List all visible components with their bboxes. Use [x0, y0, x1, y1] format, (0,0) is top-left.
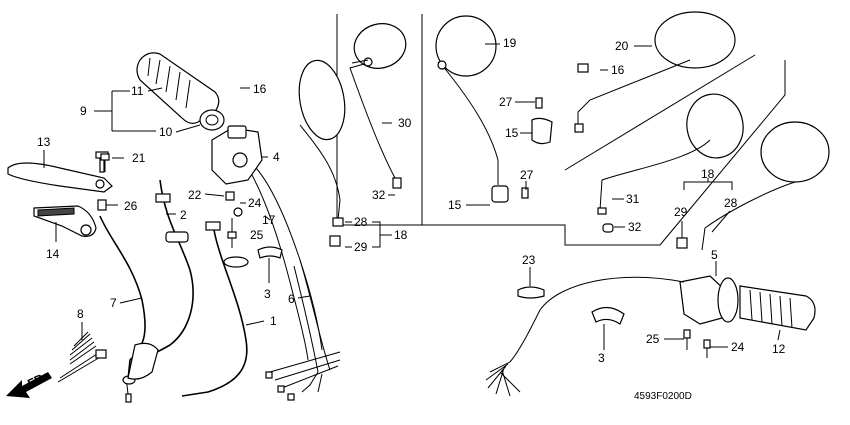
mirror-left-outer: [298, 59, 346, 247]
callout-24-right: 24: [731, 340, 745, 354]
callout-30: 30: [398, 116, 412, 130]
mirror-19: [435, 15, 553, 203]
bolts-right: [683, 329, 711, 358]
callout-20: 20: [615, 39, 629, 53]
callout-7: 7: [110, 296, 117, 310]
callout-32-right: 32: [628, 220, 642, 234]
callout-29: 29: [354, 240, 368, 254]
mirror-right-outer: [676, 121, 830, 251]
callout-3-right: 3: [598, 351, 605, 365]
callout-labels: 9 11 10 13 21 26 14 7 8 16 4 22 24 17 25…: [25, 36, 785, 402]
callout-26: 26: [124, 199, 138, 213]
callout-17: 17: [262, 213, 276, 227]
band-3-right: [591, 306, 625, 325]
left-switch-grip: [485, 275, 816, 397]
wire-harness-left: [265, 259, 341, 401]
callout-19: 19: [503, 36, 517, 50]
callout-28: 28: [354, 215, 368, 229]
callout-1: 1: [270, 314, 277, 328]
diagram-code: 4593F0200D: [634, 391, 692, 402]
spring-8: [57, 331, 107, 383]
mirror-31: [597, 93, 744, 233]
callout-22: 22: [188, 188, 202, 202]
callout-15-upper: 15: [505, 126, 519, 140]
part-26: [97, 199, 118, 211]
callout-27-lower: 27: [520, 168, 534, 182]
callout-9: 9: [80, 104, 87, 118]
callout-27-upper: 27: [499, 95, 513, 109]
callout-29-right: 29: [674, 205, 688, 219]
callout-6: 6: [288, 292, 295, 306]
callout-28-right: 28: [724, 196, 738, 210]
callout-5: 5: [711, 248, 718, 262]
callout-8: 8: [77, 307, 84, 321]
front-direction-label: FR.: [25, 370, 48, 391]
callout-15-lower: 15: [448, 198, 462, 212]
callout-18-right: 18: [701, 167, 715, 181]
callout-13: 13: [37, 135, 51, 149]
callout-14: 14: [46, 247, 60, 261]
part-21: [100, 153, 110, 172]
callout-11: 11: [131, 84, 144, 98]
front-direction-arrow-icon: [6, 372, 52, 398]
mirror-30: [349, 23, 407, 189]
callout-16: 16: [253, 82, 267, 96]
callout-3: 3: [264, 287, 271, 301]
callout-12: 12: [772, 342, 786, 356]
band-3-left: [257, 246, 283, 259]
mirror-20: [574, 11, 736, 133]
callout-25-right: 25: [646, 332, 660, 346]
callout-2: 2: [180, 208, 187, 222]
clutch-lever: [7, 151, 113, 193]
callout-32: 32: [372, 188, 386, 202]
callout-31: 31: [626, 192, 640, 206]
callout-21: 21: [132, 151, 146, 165]
band-23: [517, 286, 545, 299]
right-switch-housing: [211, 125, 323, 361]
throttle-grip: [136, 52, 225, 131]
small-screws: [225, 191, 243, 248]
callout-25: 25: [250, 228, 264, 242]
callout-10: 10: [159, 125, 173, 139]
callout-18: 18: [394, 228, 408, 242]
callout-4: 4: [273, 150, 280, 164]
throttle-cable-2: [127, 179, 194, 380]
callout-16-right: 16: [611, 63, 625, 77]
lever-bracket: [33, 205, 97, 237]
throttle-cable-1: [181, 221, 249, 397]
leader-lines: [43, 43, 781, 350]
callout-23: 23: [522, 253, 536, 267]
callout-24: 24: [248, 196, 262, 210]
